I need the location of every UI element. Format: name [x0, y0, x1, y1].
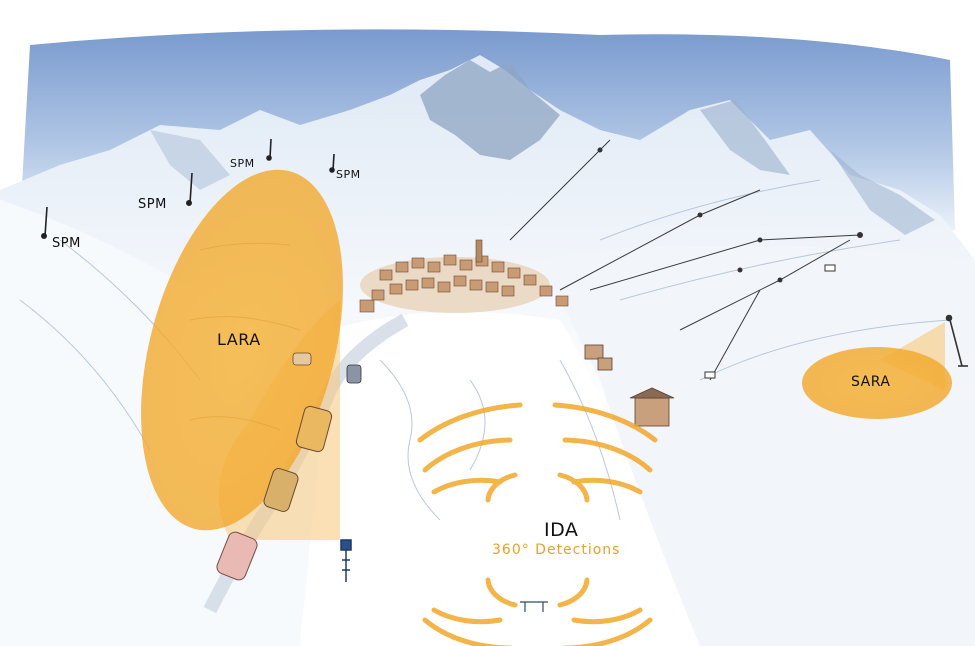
lara-label: LARA — [217, 330, 261, 349]
ida-mast-icon — [340, 539, 352, 582]
chalet-icon — [584, 344, 675, 427]
left-peak-rock — [150, 130, 230, 190]
village-icon — [359, 239, 569, 313]
sara-label: SARA — [851, 374, 891, 390]
right-slope — [540, 245, 975, 646]
spm-label-2: SPM — [138, 197, 167, 212]
spm-label-3: SPM — [230, 157, 255, 170]
central-peak-rock — [420, 60, 560, 160]
radar-mast-icon — [40, 138, 335, 240]
ida-label: IDA — [544, 519, 579, 541]
vehicle-icon — [216, 352, 362, 581]
spm-label-4: SPM — [336, 168, 361, 181]
right-peak-rock — [700, 100, 790, 175]
sara-mast-icon — [945, 314, 968, 367]
spm-label-1: SPM — [52, 236, 81, 251]
ski-lift-icons — [597, 147, 863, 379]
far-right-peak-rock — [830, 150, 935, 235]
ida-detection-arcs — [417, 402, 658, 646]
ida-subtitle: 360° Detections — [492, 542, 621, 558]
ida-sensor-icon — [520, 601, 548, 612]
sara-detection-zone — [802, 322, 952, 419]
